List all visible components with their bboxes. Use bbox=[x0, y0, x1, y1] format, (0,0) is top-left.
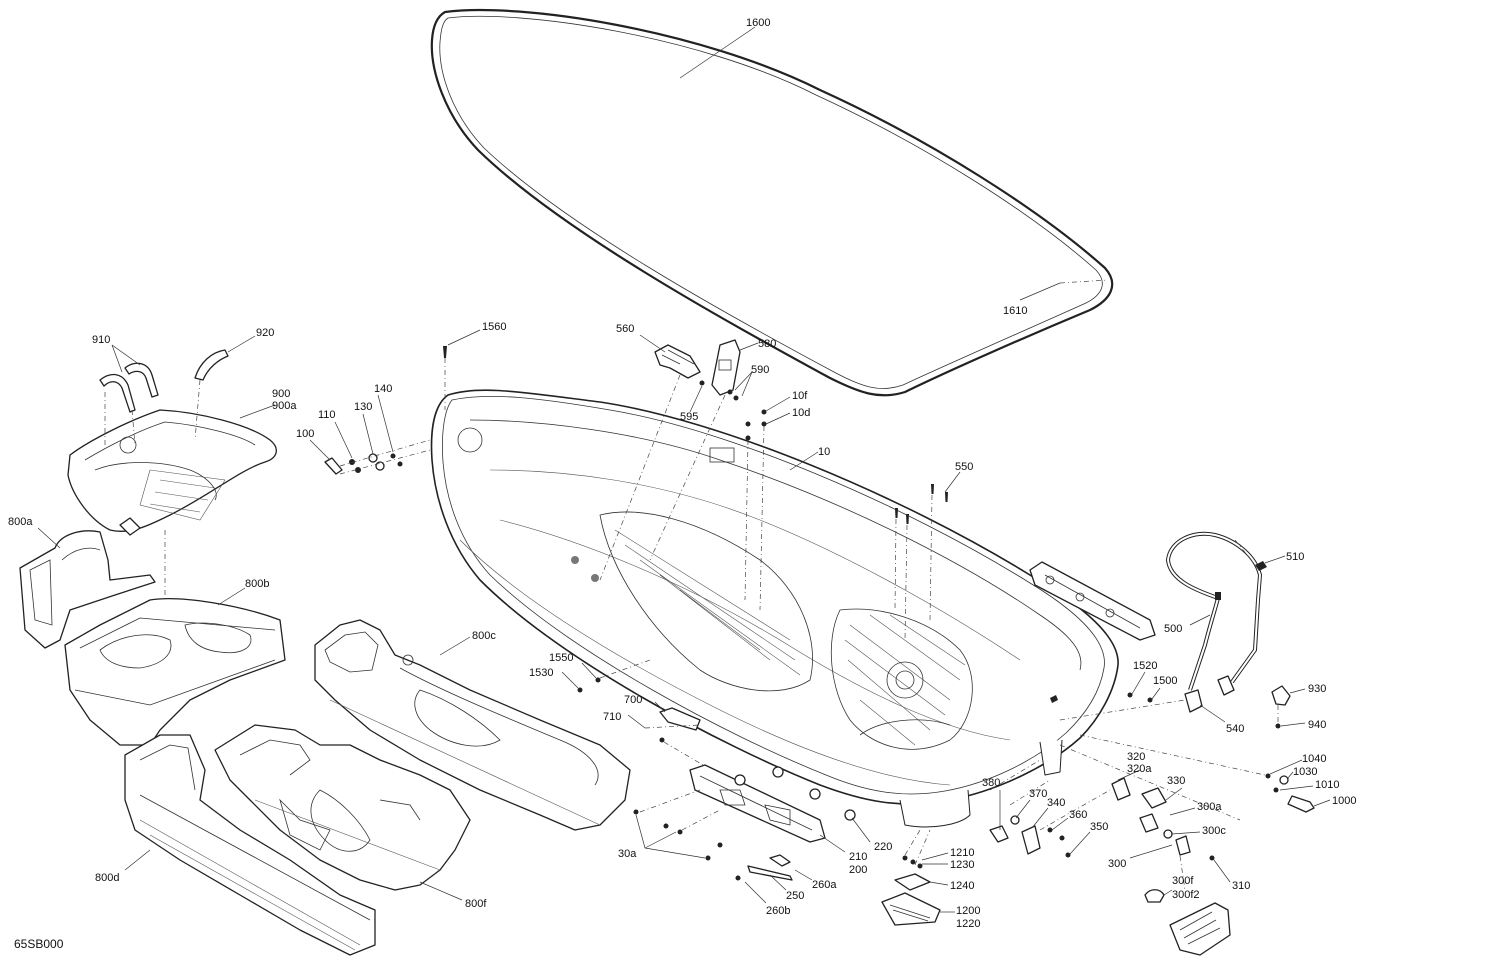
label-800d: 800d bbox=[95, 872, 119, 884]
label-10: 10 bbox=[818, 446, 830, 458]
label-1030: 1030 bbox=[1293, 766, 1317, 778]
label-510: 510 bbox=[1286, 551, 1304, 563]
label-910: 910 bbox=[92, 334, 110, 346]
label-1560: 1560 bbox=[482, 321, 506, 333]
label-1010: 1010 bbox=[1315, 779, 1339, 791]
label-1220: 1220 bbox=[956, 918, 980, 930]
fasteners-100-140 bbox=[324, 439, 431, 475]
foam-800d bbox=[124, 734, 376, 956]
label-250: 250 bbox=[786, 890, 804, 902]
label-30a: 30a bbox=[618, 848, 637, 860]
part-300a bbox=[1139, 813, 1159, 833]
part-700 bbox=[659, 707, 701, 731]
intake-grate bbox=[881, 873, 941, 926]
label-260b: 260b bbox=[766, 905, 790, 917]
label-580: 580 bbox=[758, 338, 776, 350]
label-550: 550 bbox=[955, 461, 973, 473]
label-710: 710 bbox=[603, 711, 621, 723]
label-380: 380 bbox=[982, 777, 1000, 789]
part-930 bbox=[1271, 685, 1291, 706]
part-1000 bbox=[1287, 795, 1315, 813]
label-940: 940 bbox=[1308, 719, 1326, 731]
label-1230: 1230 bbox=[950, 859, 974, 871]
label-320: 320 bbox=[1127, 751, 1145, 763]
footwell-900 bbox=[67, 409, 277, 536]
deck-seal bbox=[430, 8, 1114, 397]
fitting-540a bbox=[1184, 689, 1203, 713]
label-350: 350 bbox=[1090, 821, 1108, 833]
label-200: 200 bbox=[849, 864, 867, 876]
foam-800a bbox=[19, 530, 156, 649]
label-320a: 320a bbox=[1127, 763, 1152, 775]
label-800c: 800c bbox=[472, 630, 496, 642]
label-1600: 1600 bbox=[746, 17, 770, 29]
label-500: 500 bbox=[1164, 623, 1182, 635]
hose-500 bbox=[1166, 531, 1262, 691]
label-800a: 800a bbox=[8, 516, 33, 528]
label-300a: 300a bbox=[1197, 801, 1222, 813]
part-340 bbox=[1021, 825, 1041, 855]
handles-910 bbox=[99, 362, 159, 413]
label-110: 110 bbox=[318, 409, 336, 421]
label-1500: 1500 bbox=[1153, 675, 1177, 687]
label-1550: 1550 bbox=[549, 652, 573, 664]
label-370: 370 bbox=[1029, 788, 1047, 800]
hook-920 bbox=[194, 349, 229, 381]
label-1530: 1530 bbox=[529, 667, 553, 679]
label-1040: 1040 bbox=[1302, 753, 1326, 765]
label-1210: 1210 bbox=[950, 847, 974, 859]
label-1610: 1610 bbox=[1003, 305, 1027, 317]
label-260a: 260a bbox=[812, 879, 837, 891]
part-330 bbox=[1141, 787, 1167, 809]
label-800b: 800b bbox=[245, 578, 269, 590]
label-220: 220 bbox=[874, 841, 892, 853]
part-380 bbox=[989, 825, 1009, 843]
label-130: 130 bbox=[354, 401, 372, 413]
label-920: 920 bbox=[256, 327, 274, 339]
label-360: 360 bbox=[1069, 809, 1087, 821]
label-900a: 900a bbox=[272, 400, 297, 412]
hull bbox=[430, 389, 1119, 828]
screw-1560 bbox=[443, 346, 447, 358]
cover-plate bbox=[1169, 902, 1231, 956]
label-1200: 1200 bbox=[956, 905, 980, 917]
label-1000: 1000 bbox=[1332, 795, 1356, 807]
label-300f: 300f bbox=[1172, 875, 1194, 887]
label-1240: 1240 bbox=[950, 880, 974, 892]
label-340: 340 bbox=[1047, 797, 1065, 809]
label-900: 900 bbox=[272, 388, 290, 400]
foam-800c bbox=[314, 619, 631, 831]
foam-800b bbox=[64, 598, 286, 746]
label-540: 540 bbox=[1226, 723, 1244, 735]
label-10d: 10d bbox=[792, 407, 810, 419]
screws-30a bbox=[633, 809, 723, 861]
label-300f2: 300f2 bbox=[1172, 889, 1200, 901]
label-595: 595 bbox=[680, 411, 698, 423]
label-300: 300 bbox=[1108, 858, 1126, 870]
callout-labels: 1600 1610 910 920 900 900a 800a 800b 800… bbox=[8, 17, 1356, 930]
bracket-580 bbox=[711, 339, 741, 396]
label-700: 700 bbox=[624, 694, 642, 706]
label-1520: 1520 bbox=[1133, 660, 1157, 672]
label-560: 560 bbox=[616, 323, 634, 335]
part-320 bbox=[1111, 777, 1131, 801]
diagram-code: 65SB000 bbox=[14, 937, 64, 951]
label-310: 310 bbox=[1232, 880, 1250, 892]
label-10f: 10f bbox=[792, 390, 808, 402]
label-210: 210 bbox=[849, 851, 867, 863]
label-800f: 800f bbox=[465, 898, 487, 910]
label-140: 140 bbox=[374, 383, 392, 395]
fitting-540b bbox=[1217, 675, 1235, 696]
label-590: 590 bbox=[751, 364, 769, 376]
screws-550 bbox=[895, 484, 948, 524]
part-300f bbox=[1144, 889, 1165, 903]
side-rail-right bbox=[1029, 561, 1156, 641]
foam-800f bbox=[214, 724, 471, 891]
label-300c: 300c bbox=[1202, 825, 1226, 837]
label-930: 930 bbox=[1308, 683, 1326, 695]
label-330: 330 bbox=[1167, 775, 1185, 787]
bracket-560 bbox=[654, 344, 701, 379]
label-100: 100 bbox=[296, 428, 314, 440]
